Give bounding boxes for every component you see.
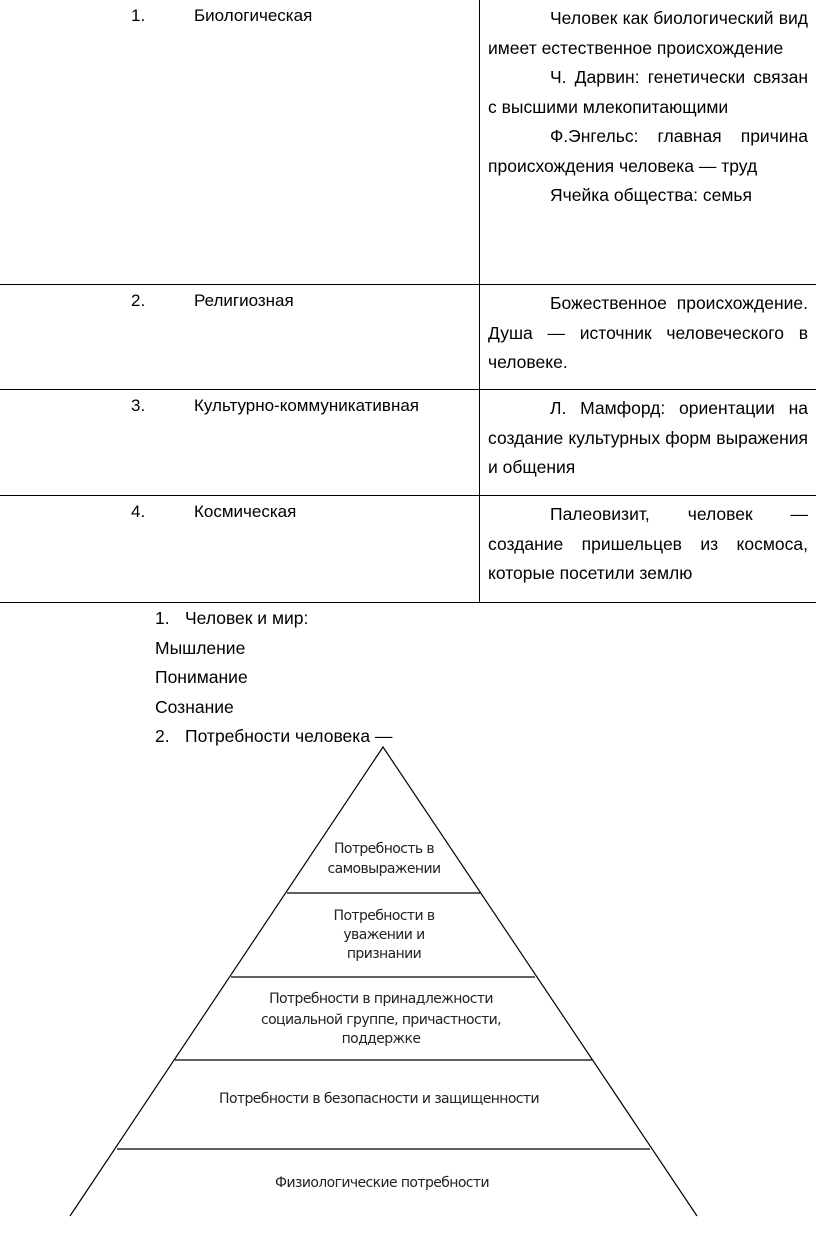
pyramid-level-text: Потребности в	[334, 908, 435, 924]
table-row: 4. Космическая Палеовизит, человек — соз…	[0, 495, 816, 602]
pyramid-level-text: поддержке	[342, 1031, 421, 1047]
description-paragraph: Человек как биологический вид имеет есте…	[488, 8, 808, 58]
pyramid-level-text: признании	[347, 946, 421, 962]
pyramid-level-text: Потребности в принадлежности	[269, 991, 493, 1007]
description-paragraph: Божественное происхождение. Душа — источ…	[488, 293, 808, 372]
description-paragraph: Л. Мамфорд: ориентации на создание культ…	[488, 398, 808, 477]
list-item: 1. Человек и мир:	[155, 604, 392, 634]
sub-item: Понимание	[155, 667, 248, 687]
theory-description: Л. Мамфорд: ориентации на создание культ…	[488, 394, 808, 483]
sub-item: Мышление	[155, 637, 246, 658]
origin-theories-table: 1. Биологическая Человек как биологическ…	[0, 0, 816, 603]
row-number: 2.	[131, 291, 146, 310]
list-number: 1.	[155, 608, 170, 628]
row-number: 4.	[131, 502, 146, 521]
pyramid-diagram: Потребность в самовыражении Потребности …	[69, 745, 698, 1217]
table-row: 2. Религиозная Божественное происхождени…	[0, 284, 816, 389]
pyramid-level-text: социальной группе, причастности,	[261, 1012, 501, 1028]
needs-pyramid: Потребность в самовыражении Потребности …	[0, 740, 816, 1245]
table-cell-right: Палеовизит, человек — создание пришельце…	[480, 496, 816, 602]
table-cell-right: Божественное происхождение. Душа — источ…	[480, 285, 816, 389]
table-cell-right: Л. Мамфорд: ориентации на создание культ…	[480, 390, 816, 495]
table-cell-left: 1. Биологическая	[0, 0, 480, 284]
list-item: 2. Потребности человека —	[155, 722, 392, 752]
description-paragraph: Ячейка общества: семья	[550, 185, 753, 205]
list-number: 2.	[155, 726, 170, 746]
table-cell-left: 3. Культурно-коммуникативная	[0, 390, 480, 495]
description-paragraph: Палеовизит, человек — создание пришельце…	[488, 504, 808, 583]
theory-description: Человек как биологический вид имеет есте…	[488, 4, 808, 211]
pyramid-level-text: Потребности в безопасности и защищенност…	[219, 1091, 539, 1107]
theory-name: Культурно-коммуникативная	[194, 396, 420, 415]
table-row: 1. Биологическая Человек как биологическ…	[0, 0, 816, 284]
description-paragraph: Ф.Энгельс: главная причина происхождения…	[488, 126, 808, 176]
theory-description: Божественное происхождение. Душа — источ…	[488, 289, 808, 378]
pyramid-level-text: Потребность в	[334, 841, 434, 857]
description-paragraph: Ч. Дарвин: генетически связан с высшими …	[488, 67, 808, 117]
row-number: 3.	[131, 396, 146, 415]
numbered-list: 1. Человек и мир: Мышление Понимание Соз…	[155, 604, 392, 752]
table-row: 3. Культурно-коммуникативная Л. Мамфорд:…	[0, 389, 816, 495]
theory-name: Космическая	[194, 502, 297, 521]
table-cell-left: 2. Религиозная	[0, 285, 480, 389]
pyramid-outline	[69, 745, 698, 1217]
row-number: 1.	[131, 6, 146, 25]
list-item-text: Человек и мир:	[185, 608, 309, 628]
list-item-text: Потребности человека —	[185, 726, 393, 746]
sub-item: Сознание	[155, 696, 234, 717]
pyramid-level-text: уважении и	[343, 927, 424, 943]
pyramid-level-text: Физиологические потребности	[275, 1175, 489, 1191]
pyramid-level-text: самовыражении	[328, 861, 441, 877]
theory-name: Религиозная	[194, 291, 294, 310]
theory-name: Биологическая	[194, 6, 313, 25]
theory-description: Палеовизит, человек — создание пришельце…	[488, 500, 808, 589]
table-cell-right: Человек как биологический вид имеет есте…	[480, 0, 816, 284]
table-cell-left: 4. Космическая	[0, 496, 480, 602]
